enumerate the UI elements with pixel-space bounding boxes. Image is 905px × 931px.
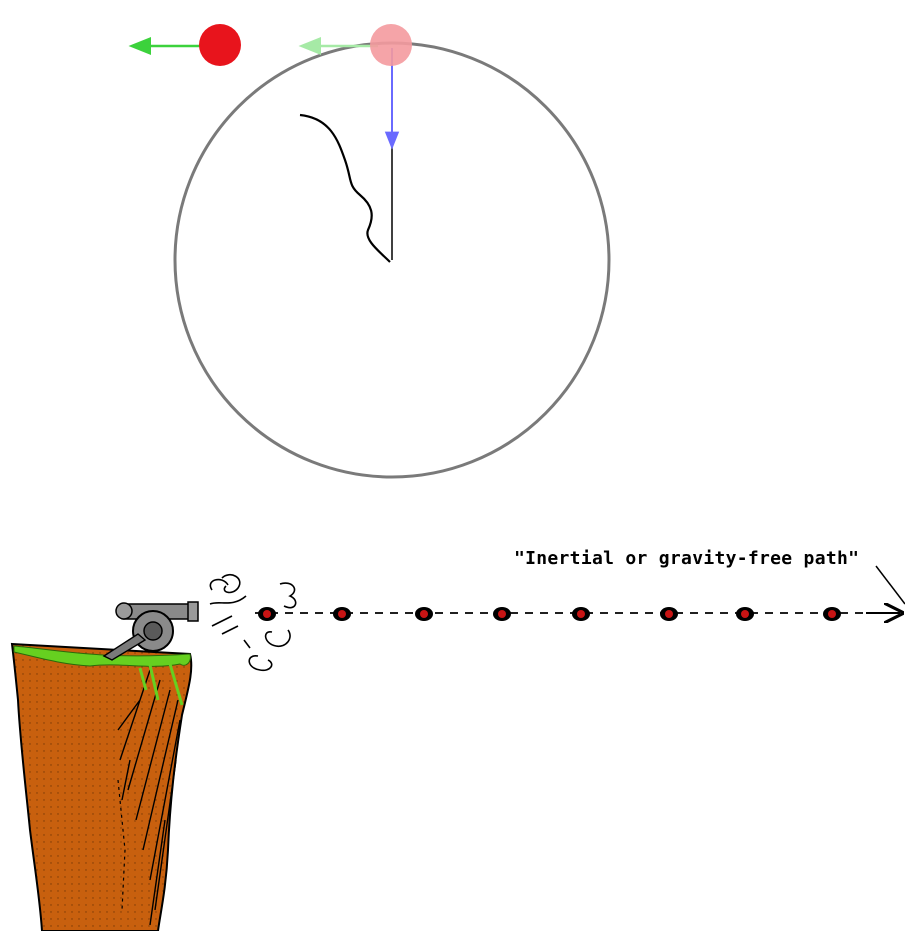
path-ball [823,607,841,621]
cliff [12,644,191,931]
path-ball [660,607,678,621]
ball-on-orbit-faded [370,24,412,66]
released-ball [199,24,241,66]
caption-leader [876,566,905,604]
path-ball [493,607,511,621]
string-curve [300,115,390,262]
path-ball [333,607,351,621]
cannon-smoke [210,575,296,671]
path-balls [258,607,841,621]
path-ball [572,607,590,621]
path-ball [258,607,276,621]
cannon [104,602,198,660]
path-caption: "Inertial or gravity-free path" [514,548,894,569]
path-ball [415,607,433,621]
path-ball [736,607,754,621]
